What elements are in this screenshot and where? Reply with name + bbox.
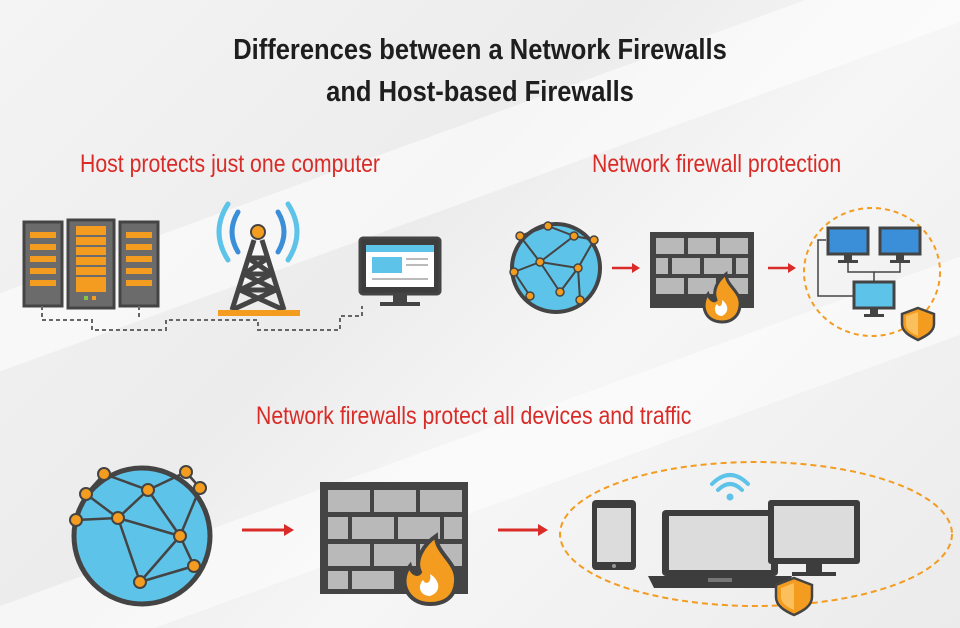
radio-tower-icon [216,201,300,316]
globe-network-icon [69,465,213,607]
firewall-brick-icon [320,482,468,594]
monitor-icon [768,500,860,576]
laptop-icon [648,510,792,588]
server-rack-icon [22,218,160,310]
shield-icon [900,306,936,342]
tablet-icon [592,500,636,570]
monitor-icon [358,236,442,306]
section-label-network-protection: Network firewall protection [592,150,842,178]
fire-icon [702,271,742,324]
fire-icon [402,532,459,607]
arrow-right-icon [242,524,294,536]
arrow-right-icon [498,524,548,536]
host-connection-lines [41,306,363,331]
protected-devices-group [559,461,953,617]
arrow-right-icon [612,263,640,273]
globe-network-icon [509,221,602,314]
page-title-line-2: and Host-based Firewalls [326,76,634,108]
wifi-icon [710,473,750,501]
page-title-line-1: Differences between a Network Firewalls [233,34,727,66]
computer-network-icon [817,226,922,317]
arrow-right-icon [768,263,796,273]
shield-icon [774,576,814,617]
protected-network-group [803,207,941,342]
section-label-all-devices: Network firewalls protect all devices an… [256,402,692,430]
section-label-host: Host protects just one computer [80,150,381,178]
